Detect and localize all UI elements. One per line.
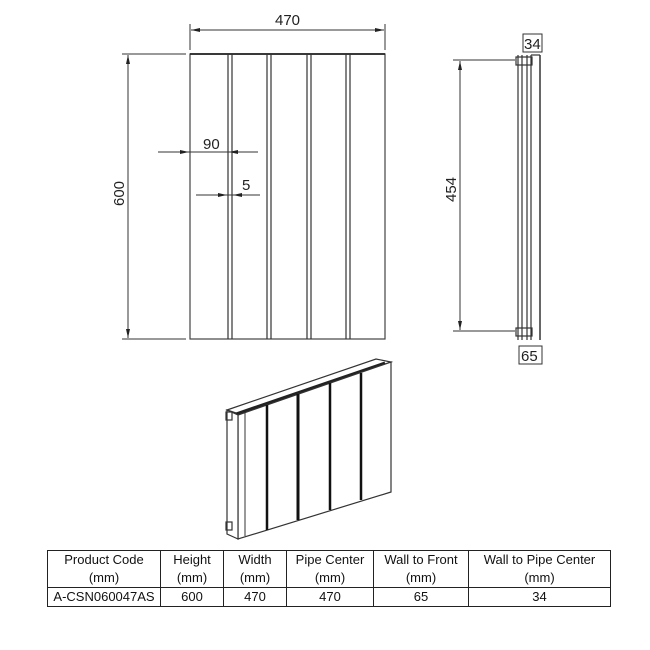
column-width-label: 90 [203,136,220,153]
front-view [122,24,386,340]
column-gaps [227,54,351,339]
cell-product-code: A-CSN060047AS [47,587,161,607]
pipe-center-height-label: 454 [443,177,460,202]
header-wall-to-front: Wall to Front [373,550,469,569]
header-width: Width [223,550,287,569]
header-product-code: Product Code [47,550,161,569]
height-dimension-label: 600 [111,181,128,206]
header-unit: (mm) [223,569,287,588]
header-wall-to-pipe-center: Wall to Pipe Center [468,550,611,569]
cell-height: 600 [160,587,224,607]
width-dimension-label: 470 [275,12,300,29]
table-header-units-row: (mm) (mm) (mm) (mm) (mm) (mm) [47,569,611,588]
isometric-view [225,358,394,540]
cell-wall-to-front: 65 [373,587,469,607]
spec-table: Product Code Height Width Pipe Center Wa… [47,550,611,607]
header-unit: (mm) [47,569,161,588]
wall-to-front-label: 65 [521,348,538,365]
header-height: Height [160,550,224,569]
side-view [453,33,543,365]
header-unit: (mm) [373,569,469,588]
header-unit: (mm) [286,569,374,588]
gap-width-label: 5 [242,177,250,194]
cell-wall-to-pipe-center: 34 [468,587,611,607]
table-row: A-CSN060047AS 600 470 470 65 34 [47,587,611,607]
header-unit: (mm) [160,569,224,588]
cell-width: 470 [223,587,287,607]
cell-pipe-center: 470 [286,587,374,607]
header-pipe-center: Pipe Center [286,550,374,569]
header-unit: (mm) [468,569,611,588]
wall-to-pipe-center-label: 34 [524,36,541,53]
table-header-row: Product Code Height Width Pipe Center Wa… [47,550,611,569]
